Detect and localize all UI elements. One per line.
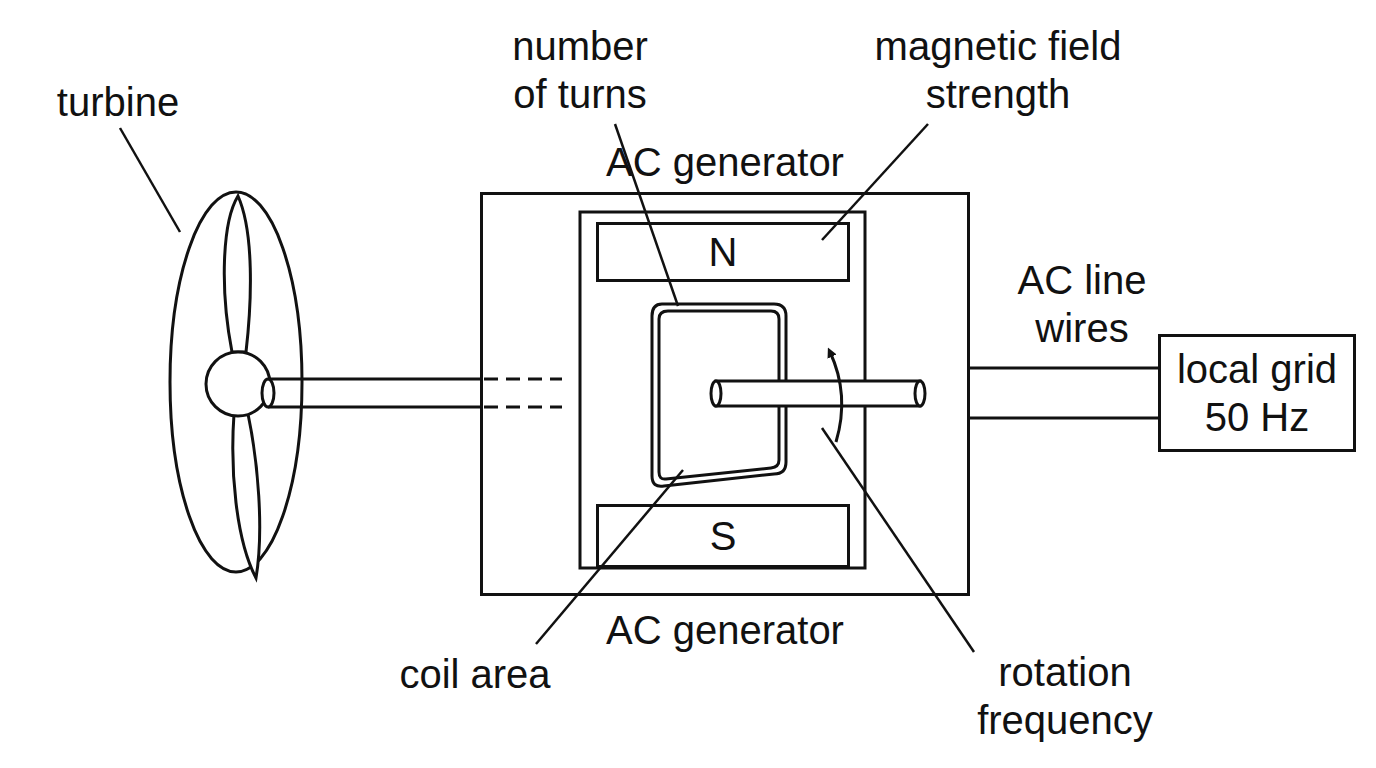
shaft-end <box>262 379 274 407</box>
part-label: magnetic field strength <box>867 22 1129 118</box>
shaft-end <box>915 381 925 406</box>
local-grid-box: local grid 50 Hz <box>1158 334 1356 452</box>
shaft <box>268 379 482 407</box>
wire-line <box>970 417 1158 420</box>
north-magnet: N <box>596 222 850 282</box>
south-magnet: S <box>596 504 850 568</box>
node-label: S <box>710 512 737 560</box>
node-label: N <box>709 228 738 276</box>
rotation-arrow <box>830 352 842 442</box>
wire-line <box>970 367 1158 370</box>
leader-line <box>822 428 974 652</box>
rotor-shaft <box>716 381 920 406</box>
leader-line <box>120 128 180 232</box>
node-label: local grid 50 Hz <box>1166 345 1348 441</box>
turbine-rim <box>170 192 302 572</box>
turbine-blade <box>224 196 250 352</box>
component-heading: AC generator <box>463 138 987 186</box>
component-heading: AC generator <box>463 606 987 654</box>
wire-label: AC line wires <box>1002 256 1162 352</box>
shaft-end <box>711 381 721 406</box>
ac-line-wire <box>970 368 1158 369</box>
ac-line-wire <box>970 418 1158 419</box>
generator-housing: AC generatorAC generatorNS <box>480 192 970 596</box>
turbine-blade <box>233 414 260 578</box>
part-label: turbine <box>28 78 208 126</box>
hidden-shaft <box>484 379 562 407</box>
part-label: rotation frequency <box>963 648 1167 744</box>
part-label: coil area <box>390 650 560 698</box>
turbine-hub <box>206 352 270 416</box>
part-label: number of turns <box>500 22 660 118</box>
